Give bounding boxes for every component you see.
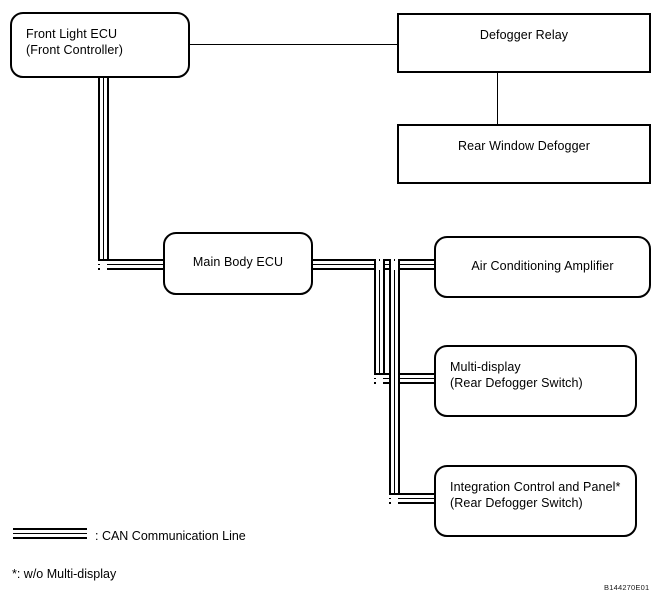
legend-footnote: *: w/o Multi-display bbox=[12, 567, 117, 581]
node-integration-control-panel[interactable]: Integration Control and Panel* (Rear Def… bbox=[434, 465, 637, 537]
node-front-light-ecu[interactable]: Front Light ECU (Front Controller) bbox=[10, 12, 190, 78]
node-integration-control-panel-label-line1: Integration Control and Panel* bbox=[450, 480, 621, 494]
node-defogger-relay[interactable]: Defogger Relay bbox=[397, 13, 651, 73]
figure-id-code: B144270E01 bbox=[604, 583, 650, 592]
node-front-light-ecu-label-line2: (Front Controller) bbox=[26, 43, 123, 57]
can-bus-junction-mask-b bbox=[391, 261, 398, 270]
wire-defogger-relay-to-rear-window-defogger bbox=[497, 72, 498, 124]
can-bus-branch-integration-vertical bbox=[389, 259, 400, 499]
can-bus-branch-integration-horizontal bbox=[389, 493, 440, 504]
node-main-body-ecu-label: Main Body ECU bbox=[192, 255, 284, 269]
can-bus-front-light-ecu-drop bbox=[98, 70, 109, 265]
node-multi-display[interactable]: Multi-display (Rear Defogger Switch) bbox=[434, 345, 637, 417]
node-rear-window-defogger-label: Rear Window Defogger bbox=[458, 139, 590, 153]
can-bus-branch-multi-display-vertical bbox=[374, 259, 385, 379]
can-bus-corner-mask-multi-display bbox=[376, 375, 383, 384]
can-bus-to-main-body-ecu bbox=[98, 259, 170, 270]
node-rear-window-defogger[interactable]: Rear Window Defogger bbox=[397, 124, 651, 184]
node-air-conditioning-amplifier-label: Air Conditioning Amplifier bbox=[471, 259, 614, 273]
wire-front-light-ecu-to-defogger-relay bbox=[188, 44, 400, 45]
node-multi-display-label-line1: Multi-display bbox=[450, 360, 521, 374]
can-bus-main-trunk-horizontal bbox=[306, 259, 440, 270]
can-bus-corner-mask-integration bbox=[391, 495, 398, 504]
node-integration-control-panel-label-line2: (Rear Defogger Switch) bbox=[450, 496, 583, 510]
legend-can-line-label: : CAN Communication Line bbox=[95, 529, 246, 543]
node-defogger-relay-label: Defogger Relay bbox=[479, 28, 569, 42]
legend-can-line-symbol bbox=[13, 528, 87, 539]
can-bus-branch-multi-display-horizontal bbox=[374, 373, 440, 384]
can-bus-corner-mask-left bbox=[100, 261, 107, 270]
node-air-conditioning-amplifier[interactable]: Air Conditioning Amplifier bbox=[434, 236, 651, 298]
can-bus-junction-mask-a bbox=[376, 261, 383, 270]
node-multi-display-label-line2: (Rear Defogger Switch) bbox=[450, 376, 583, 390]
node-main-body-ecu[interactable]: Main Body ECU bbox=[163, 232, 313, 295]
node-front-light-ecu-label-line1: Front Light ECU bbox=[26, 27, 118, 41]
